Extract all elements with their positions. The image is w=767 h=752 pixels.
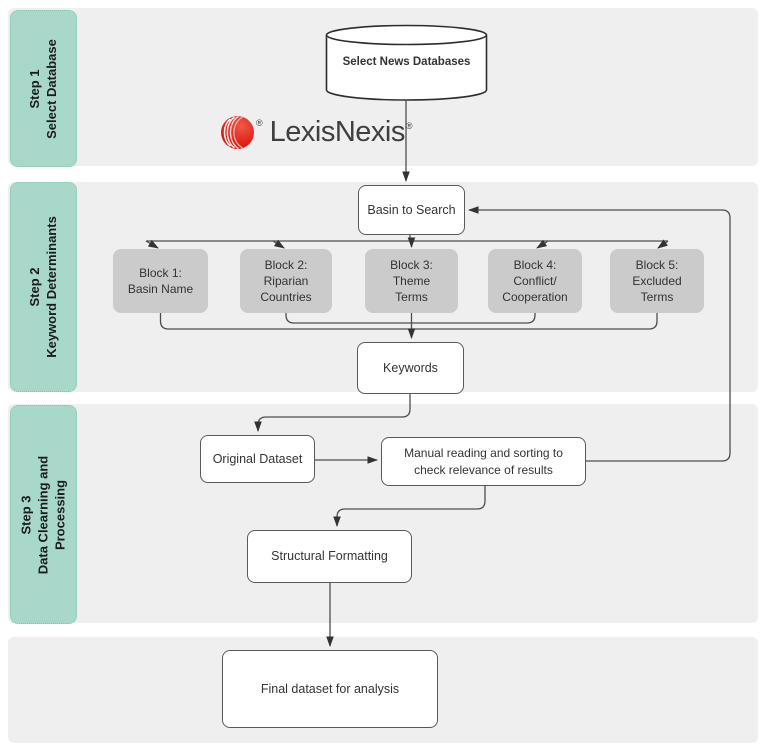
database-label: Select News Databases bbox=[342, 56, 471, 68]
structural-formatting-node: Structural Formatting bbox=[247, 530, 412, 583]
original-dataset-node: Original Dataset bbox=[200, 435, 315, 483]
lexisnexis-globe-icon bbox=[221, 115, 254, 149]
block-4-node: Block 4: Conflict/ Cooperation bbox=[488, 249, 582, 313]
lexisnexis-brand-text: LexisNexis bbox=[269, 115, 406, 148]
manual-review-node: Manual reading and sorting to check rele… bbox=[381, 437, 586, 486]
step-label-3: Step 3 Data Clearning and Processing bbox=[10, 405, 77, 624]
basin-to-search-node: Basin to Search bbox=[358, 185, 465, 235]
step-label-2-text: Step 2 Keyword Determinants bbox=[26, 216, 59, 358]
final-dataset-node: Final dataset for analysis bbox=[222, 650, 438, 728]
block-1-node: Block 1: Basin Name bbox=[113, 249, 208, 313]
brand-registered-mark: ® bbox=[405, 121, 413, 131]
keywords-node: Keywords bbox=[357, 342, 464, 394]
block-3-node: Block 3: Theme Terms bbox=[365, 249, 458, 313]
step-label-1: Step 1 Select Database bbox=[10, 10, 77, 167]
globe-registered-mark: ® bbox=[256, 118, 263, 128]
database-cylinder-shape bbox=[325, 24, 488, 101]
lexisnexis-logo: ® LexisNexis ® bbox=[219, 112, 413, 152]
step-label-2: Step 2 Keyword Determinants bbox=[10, 182, 77, 392]
step-label-3-text: Step 3 Data Clearning and Processing bbox=[18, 455, 67, 574]
block-5-node: Block 5: Excluded Terms bbox=[610, 249, 704, 313]
database-cylinder bbox=[325, 24, 488, 102]
step3-band bbox=[8, 404, 758, 623]
step-label-1-text: Step 1 Select Database bbox=[26, 38, 59, 139]
block-2-node: Block 2: Riparian Countries bbox=[240, 249, 332, 313]
